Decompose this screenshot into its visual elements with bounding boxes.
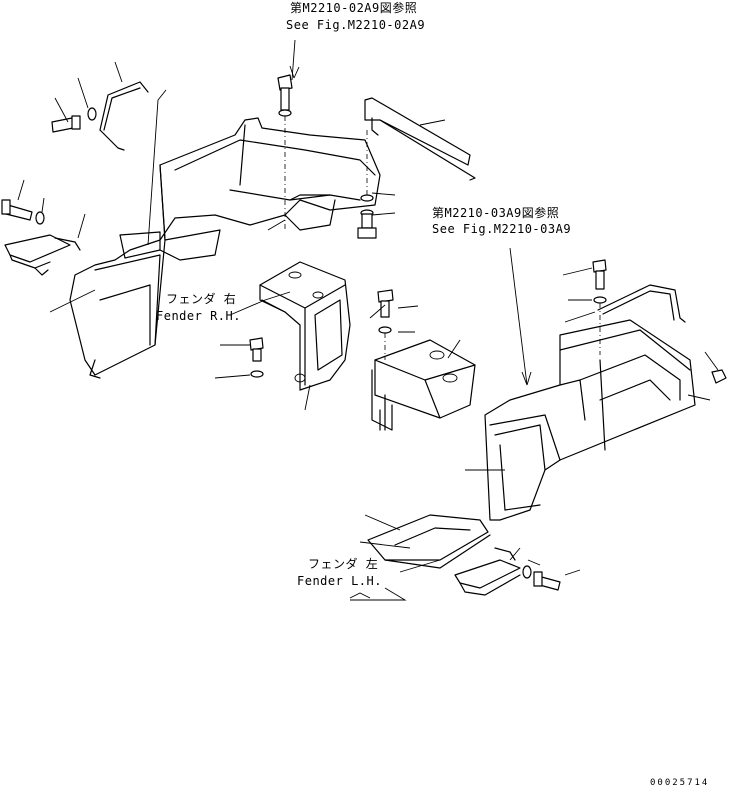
mount-bracket-rh <box>259 261 351 391</box>
bolt-set-rh <box>1 107 97 225</box>
reference-top-en: See Fig.M2210-02A9 <box>286 18 426 32</box>
bolt-set-center <box>357 130 377 239</box>
reference-right-jp: 第M2210-03A9図参照 <box>432 206 560 220</box>
top-channel <box>364 97 476 181</box>
cap-right <box>711 369 727 384</box>
handrail-lh <box>597 284 686 323</box>
fender-lh-label-en: Fender L.H. <box>297 574 382 588</box>
center-box <box>371 339 476 431</box>
reference-top-jp: 第M2210-02A9図参照 <box>290 1 418 15</box>
drawing-code: 00025714 <box>650 778 710 788</box>
fender-lh-label-jp: フェンダ 左 <box>308 557 379 571</box>
handrail-rh <box>99 81 149 151</box>
step-lh <box>367 514 521 596</box>
leader-lines <box>17 39 719 601</box>
bolt-set-lh-top <box>592 259 607 355</box>
bolt-set-bracket <box>249 337 264 378</box>
bolt-set-lh-bottom <box>522 565 561 591</box>
fender-rh-label-en: Fender R.H. <box>156 309 241 323</box>
fender-rh-label-jp: フェンダ 右 <box>166 292 237 306</box>
bolt-set-box <box>377 289 394 360</box>
fender-rh-assembly <box>69 117 381 379</box>
bolt-top <box>277 74 293 230</box>
step-rh <box>4 234 81 276</box>
fender-lh-assembly <box>484 319 696 521</box>
reference-right-en: See Fig.M2210-03A9 <box>432 222 572 236</box>
